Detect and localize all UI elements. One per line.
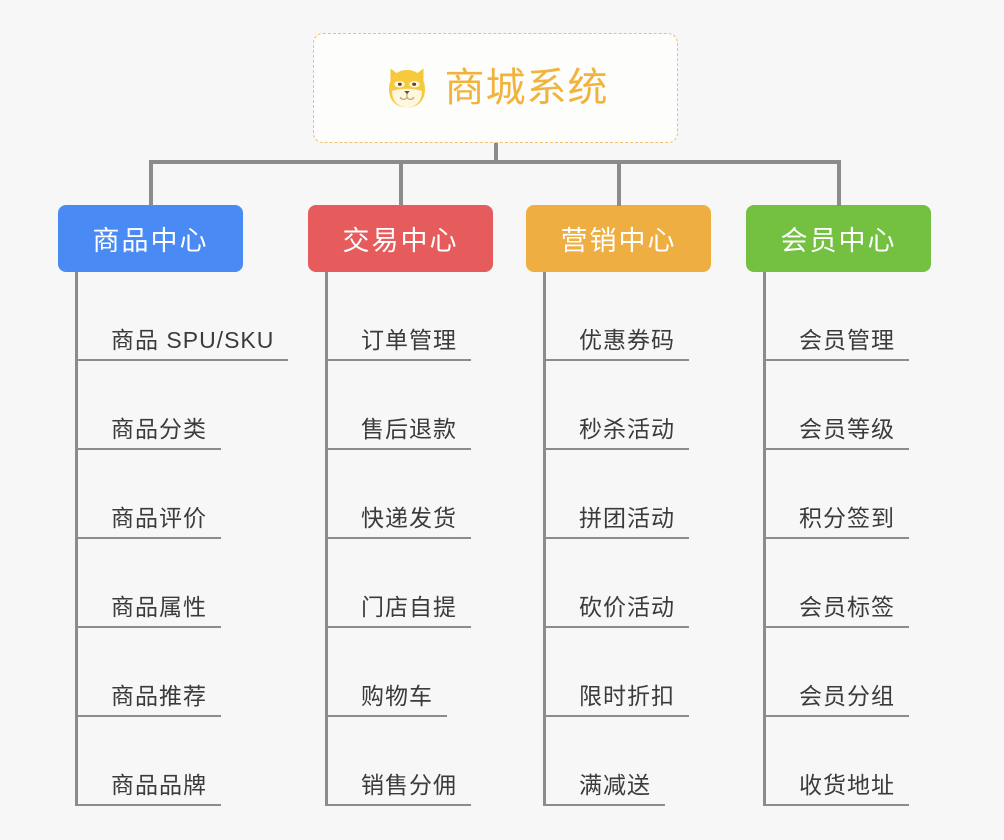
branch-spine-4: 会员管理会员等级积分签到会员标签会员分组收货地址 xyxy=(763,272,931,806)
leaf-item-underline xyxy=(546,804,665,806)
leaf-item-underline xyxy=(78,537,221,539)
branch-spine-2: 订单管理售后退款快递发货门店自提购物车销售分佣 xyxy=(325,272,493,806)
leaf-item-label: 秒杀活动 xyxy=(579,416,675,442)
leaf-item[interactable]: 商品评价 xyxy=(78,450,243,539)
leaf-item-underline xyxy=(546,715,689,717)
leaf-item-label: 商品 SPU/SKU xyxy=(111,327,275,353)
leaf-item[interactable]: 门店自提 xyxy=(328,539,493,628)
leaf-item[interactable]: 商品推荐 xyxy=(78,628,243,717)
leaf-item[interactable]: 会员分组 xyxy=(766,628,931,717)
leaf-item-label: 商品分类 xyxy=(111,416,207,442)
leaf-item-label: 销售分佣 xyxy=(361,772,457,798)
leaf-item[interactable]: 商品品牌 xyxy=(78,717,243,806)
branch-column-4: 会员中心会员管理会员等级积分签到会员标签会员分组收货地址 xyxy=(746,205,931,806)
leaf-item-label: 商品品牌 xyxy=(111,772,207,798)
branch-spine-3: 优惠券码秒杀活动拼团活动砍价活动限时折扣满减送 xyxy=(543,272,711,806)
leaf-item-label: 订单管理 xyxy=(361,327,457,353)
leaf-item[interactable]: 砍价活动 xyxy=(546,539,711,628)
category-box-2[interactable]: 交易中心 xyxy=(308,205,493,272)
root-title: 商城系统 xyxy=(444,66,609,110)
leaf-item-underline xyxy=(328,804,471,806)
leaf-item-label: 会员管理 xyxy=(799,327,895,353)
leaf-item-label: 收货地址 xyxy=(799,772,895,798)
leaf-item-underline xyxy=(78,626,221,628)
leaf-item-label: 优惠券码 xyxy=(579,327,675,353)
leaf-item-label: 会员标签 xyxy=(799,594,895,620)
leaf-item[interactable]: 会员管理 xyxy=(766,272,931,361)
leaf-item-underline xyxy=(328,626,471,628)
leaf-item[interactable]: 拼团活动 xyxy=(546,450,711,539)
leaf-item-label: 商品推荐 xyxy=(111,683,207,709)
leaf-item[interactable]: 商品属性 xyxy=(78,539,243,628)
leaf-item-underline xyxy=(546,448,689,450)
leaf-item-underline xyxy=(328,359,471,361)
leaf-item-underline xyxy=(328,537,471,539)
leaf-item[interactable]: 订单管理 xyxy=(328,272,493,361)
leaf-item[interactable]: 售后退款 xyxy=(328,361,493,450)
category-box-3[interactable]: 营销中心 xyxy=(526,205,711,272)
connector-root-stem xyxy=(494,143,498,164)
category-box-1[interactable]: 商品中心 xyxy=(58,205,243,272)
leaf-item-underline xyxy=(546,626,689,628)
leaf-item[interactable]: 秒杀活动 xyxy=(546,361,711,450)
leaf-item-label: 售后退款 xyxy=(361,416,457,442)
leaf-item-underline xyxy=(328,448,471,450)
leaf-item-underline xyxy=(766,359,909,361)
leaf-item-label: 商品属性 xyxy=(111,594,207,620)
leaf-item[interactable]: 限时折扣 xyxy=(546,628,711,717)
connector-drop-1 xyxy=(149,160,153,206)
leaf-item-label: 快递发货 xyxy=(361,505,457,531)
leaf-item[interactable]: 积分签到 xyxy=(766,450,931,539)
branch-column-1: 商品中心商品 SPU/SKU 商品分类商品评价商品属性商品推荐商品品牌 xyxy=(58,205,288,806)
branch-spine-1: 商品 SPU/SKU 商品分类商品评价商品属性商品推荐商品品牌 xyxy=(75,272,288,806)
connector-drop-4 xyxy=(837,160,841,206)
leaf-item-underline xyxy=(78,359,288,361)
leaf-item-label: 门店自提 xyxy=(361,594,457,620)
leaf-item[interactable]: 会员标签 xyxy=(766,539,931,628)
leaf-item[interactable]: 商品 SPU/SKU xyxy=(78,272,288,361)
leaf-item-label: 会员分组 xyxy=(799,683,895,709)
leaf-item-underline xyxy=(78,804,221,806)
leaf-item[interactable]: 收货地址 xyxy=(766,717,931,806)
leaf-item-underline xyxy=(328,715,447,717)
branch-column-3: 营销中心优惠券码秒杀活动拼团活动砍价活动限时折扣满减送 xyxy=(526,205,711,806)
leaf-item-underline xyxy=(546,537,689,539)
leaf-item-underline xyxy=(78,715,221,717)
connector-drop-2 xyxy=(399,160,403,206)
leaf-item[interactable]: 快递发货 xyxy=(328,450,493,539)
leaf-item-underline xyxy=(766,626,909,628)
leaf-item[interactable]: 销售分佣 xyxy=(328,717,493,806)
leaf-item-underline xyxy=(78,448,221,450)
leaf-item[interactable]: 商品分类 xyxy=(78,361,243,450)
leaf-item[interactable]: 会员等级 xyxy=(766,361,931,450)
leaf-item-label: 会员等级 xyxy=(799,416,895,442)
leaf-item[interactable]: 购物车 xyxy=(328,628,493,717)
leaf-item[interactable]: 满减送 xyxy=(546,717,711,806)
leaf-item[interactable]: 优惠券码 xyxy=(546,272,711,361)
leaf-item-underline xyxy=(766,537,909,539)
leaf-item-label: 限时折扣 xyxy=(579,683,675,709)
connector-drop-3 xyxy=(617,160,621,206)
connector-horizontal-bus xyxy=(149,160,841,164)
shiba-dog-face-icon xyxy=(388,68,425,108)
leaf-item-label: 砍价活动 xyxy=(579,594,675,620)
leaf-item-underline xyxy=(766,804,909,806)
leaf-item-underline xyxy=(766,448,909,450)
leaf-item-label: 购物车 xyxy=(361,683,433,709)
leaf-item-label: 满减送 xyxy=(579,772,651,798)
category-box-4[interactable]: 会员中心 xyxy=(746,205,931,272)
leaf-item-underline xyxy=(766,715,909,717)
leaf-item-label: 拼团活动 xyxy=(579,505,675,531)
leaf-item-label: 积分签到 xyxy=(799,505,895,531)
leaf-item-label: 商品评价 xyxy=(111,505,207,531)
root-node[interactable]: 商城系统 xyxy=(313,33,678,143)
branch-column-2: 交易中心订单管理售后退款快递发货门店自提购物车销售分佣 xyxy=(308,205,493,806)
leaf-item-underline xyxy=(546,359,689,361)
